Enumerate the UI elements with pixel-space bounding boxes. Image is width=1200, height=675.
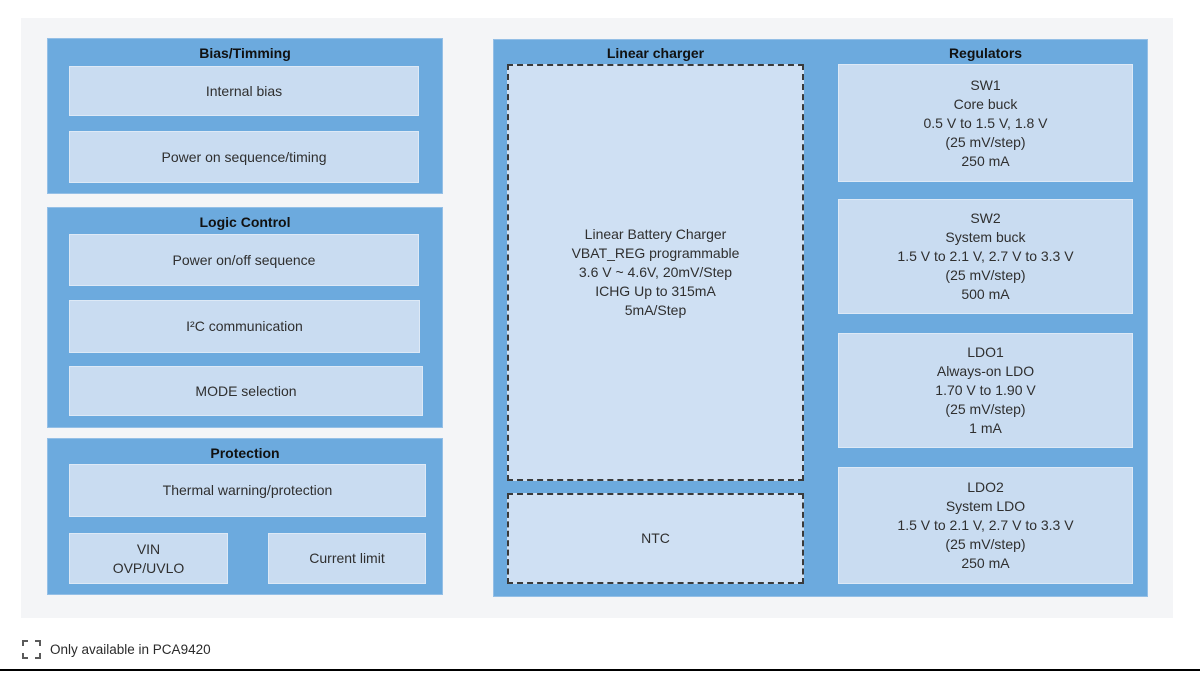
dashed-box-legend-icon [22, 640, 41, 659]
charger-main-box: Linear Battery Charger VBAT_REG programm… [507, 64, 804, 481]
regulator-box-label: SW2 System buck 1.5 V to 2.1 V, 2.7 V to… [897, 210, 1074, 302]
function-box-label: Current limit [309, 550, 385, 566]
function-box-label: Thermal warning/protection [162, 482, 333, 498]
block-protection: Protection Thermal warning/protection VI… [47, 438, 443, 595]
function-box-label: Power on sequence/timing [161, 148, 327, 165]
function-box-label: I²C communication [186, 318, 303, 334]
function-box-power-on-off-sequence: Power on/off sequence [69, 234, 419, 286]
regulator-box-ldo1: LDO1 Always-on LDO 1.70 V to 1.90 V (25 … [838, 333, 1133, 448]
function-box-internal-bias: Internal bias [69, 66, 419, 116]
function-box-power-on-sequence-timing: Power on sequence/timing [69, 131, 419, 183]
legend: Only available in PCA9420 [22, 640, 211, 659]
ntc-box: NTC [507, 493, 804, 584]
block-logic-title: Logic Control [199, 214, 291, 230]
regulator-box-label: SW1 Core buck 0.5 V to 1.5 V, 1.8 V (25 … [923, 76, 1048, 169]
function-box-thermal-warning-protection: Thermal warning/protection [69, 464, 426, 517]
function-box-label: MODE selection [195, 382, 297, 399]
block-bias-title: Bias/Timming [199, 45, 291, 61]
function-box-label: Internal bias [205, 82, 283, 99]
function-box-mode-selection: MODE selection [69, 366, 423, 416]
bottom-divider [0, 669, 1200, 671]
regulator-box-ldo2: LDO2 System LDO 1.5 V to 2.1 V, 2.7 V to… [838, 467, 1133, 584]
regulators-section-title: Regulators [948, 45, 1023, 61]
block-protection-title: Protection [210, 445, 280, 461]
regulator-box-label: LDO2 System LDO 1.5 V to 2.1 V, 2.7 V to… [897, 479, 1074, 571]
legend-label: Only available in PCA9420 [50, 642, 211, 657]
diagram-panel: Bias/Timming Internal bias Power on sequ… [21, 18, 1173, 618]
block-logic-control: Logic Control Power on/off sequence I²C … [47, 207, 443, 428]
regulator-box-label: LDO1 Always-on LDO 1.70 V to 1.90 V (25 … [935, 344, 1036, 436]
function-box-label: VIN OVP/UVLO [112, 540, 185, 576]
charger-main-box-label: Linear Battery Charger VBAT_REG programm… [571, 226, 740, 318]
function-box-label: Power on/off sequence [172, 251, 316, 268]
function-box-vin-ovp-uvlo: VIN OVP/UVLO [69, 533, 228, 584]
regulator-box-sw2: SW2 System buck 1.5 V to 2.1 V, 2.7 V to… [838, 199, 1133, 314]
block-charger-regulators: Linear charger Regulators Linear Battery… [493, 39, 1148, 597]
ntc-box-label: NTC [641, 530, 670, 546]
regulator-box-sw1: SW1 Core buck 0.5 V to 1.5 V, 1.8 V (25 … [838, 64, 1133, 182]
block-bias-timing: Bias/Timming Internal bias Power on sequ… [47, 38, 443, 194]
function-box-current-limit: Current limit [268, 533, 426, 584]
function-box-i2c-communication: I²C communication [69, 300, 420, 353]
charger-section-title: Linear charger [606, 45, 705, 61]
